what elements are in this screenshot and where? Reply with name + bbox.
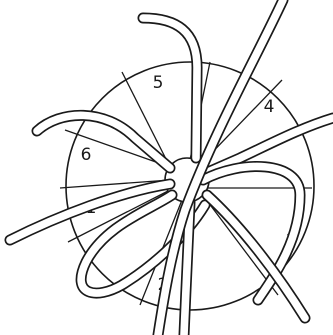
threads <box>10 0 333 335</box>
slot-label-5: 5 <box>153 73 164 93</box>
slot-label-4: 4 <box>264 97 275 117</box>
slot-label-6: 6 <box>81 145 92 165</box>
